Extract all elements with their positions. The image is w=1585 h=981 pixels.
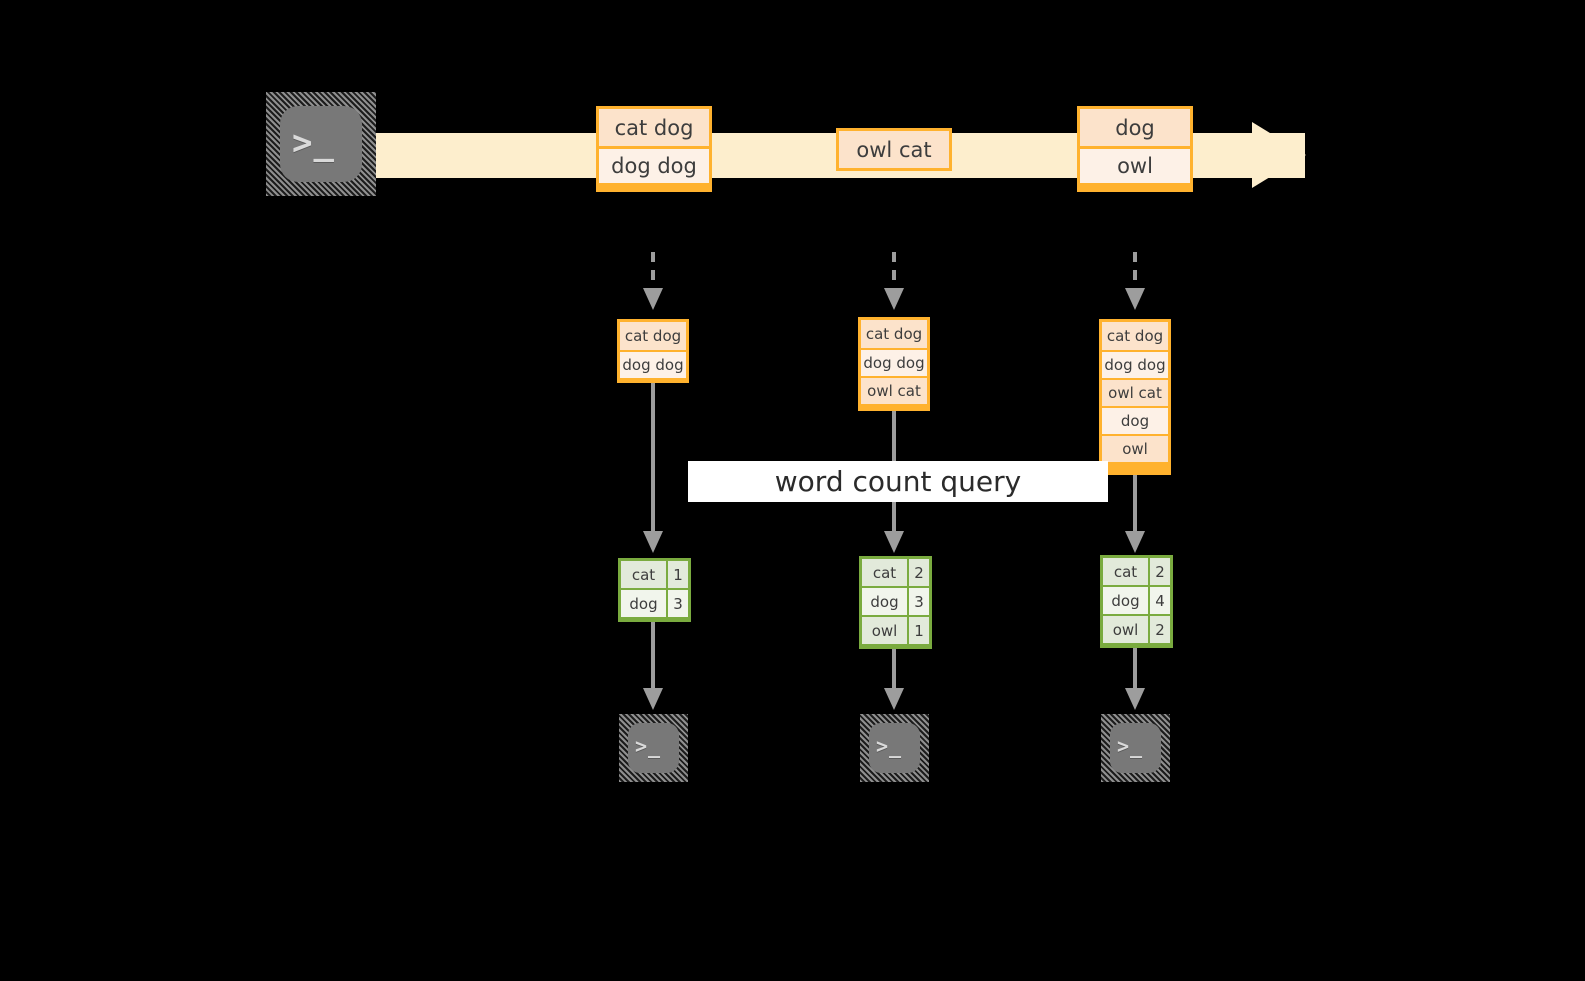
result-count: 2 xyxy=(1148,558,1170,585)
batch-line: cat dog xyxy=(861,320,927,348)
table-row: owl 1 xyxy=(862,615,929,644)
sink-terminal-icon-2[interactable]: >_ xyxy=(860,714,929,782)
terminal-body xyxy=(280,106,362,182)
query-label-text: word count query xyxy=(774,465,1022,498)
arrowhead-down xyxy=(643,688,663,710)
record-line: owl xyxy=(1080,146,1190,183)
table-row: cat 1 xyxy=(621,561,688,588)
batch-line: cat dog xyxy=(620,322,686,350)
result-word: cat xyxy=(621,561,666,588)
stream-event-1[interactable]: cat dog dog dog xyxy=(596,106,712,192)
result-count: 2 xyxy=(907,559,929,586)
result-word: dog xyxy=(1103,587,1148,614)
query-label: word count query xyxy=(688,461,1108,502)
result-word: cat xyxy=(862,559,907,586)
batch-line: owl xyxy=(1102,434,1168,462)
terminal-body xyxy=(628,723,679,773)
batch-to-result-connector-3 xyxy=(1133,475,1137,535)
result-count: 1 xyxy=(666,561,688,588)
table-row: cat 2 xyxy=(1103,558,1170,585)
result-word: cat xyxy=(1103,558,1148,585)
terminal-prompt-glyph: >_ xyxy=(292,123,335,163)
terminal-prompt-glyph: >_ xyxy=(635,734,662,758)
batch-line: dog xyxy=(1102,406,1168,434)
table-row: dog 4 xyxy=(1103,585,1170,614)
sink-terminal-icon-1[interactable]: >_ xyxy=(619,714,688,782)
result-count: 4 xyxy=(1148,587,1170,614)
result-to-sink-connector-3 xyxy=(1133,648,1137,692)
table-row: owl 2 xyxy=(1103,614,1170,643)
result-count: 1 xyxy=(907,617,929,644)
result-table-3[interactable]: cat 2 dog 4 owl 2 xyxy=(1100,555,1173,648)
record-line: dog xyxy=(1080,109,1190,146)
arrowhead-down xyxy=(1125,688,1145,710)
stream-event-3[interactable]: dog owl xyxy=(1077,106,1193,192)
batch-line: cat dog xyxy=(1102,322,1168,350)
stream-event-2[interactable]: owl cat xyxy=(836,128,952,171)
batch-line: dog dog xyxy=(861,348,927,376)
batch-to-result-connector-1 xyxy=(651,383,655,535)
table-row: cat 2 xyxy=(862,559,929,586)
result-count: 3 xyxy=(907,588,929,615)
terminal-body xyxy=(869,723,920,773)
record-line: dog dog xyxy=(599,146,709,183)
record-line: cat dog xyxy=(599,109,709,146)
terminal-prompt-glyph: >_ xyxy=(1117,734,1144,758)
batch-3[interactable]: cat dog dog dog owl cat dog owl xyxy=(1099,319,1171,475)
source-terminal-icon[interactable]: >_ xyxy=(266,92,376,196)
batch-line: dog dog xyxy=(620,350,686,378)
arrowhead-down xyxy=(1125,288,1145,310)
result-word: owl xyxy=(1103,616,1148,643)
terminal-prompt-glyph: >_ xyxy=(876,734,903,758)
result-table-2[interactable]: cat 2 dog 3 owl 1 xyxy=(859,556,932,649)
batch-line: owl cat xyxy=(861,376,927,404)
table-row: dog 3 xyxy=(862,586,929,615)
result-count: 3 xyxy=(666,590,688,617)
stream-arrowhead xyxy=(1252,122,1306,188)
arrowhead-down xyxy=(884,531,904,553)
arrowhead-down xyxy=(884,688,904,710)
result-word: dog xyxy=(862,588,907,615)
result-word: owl xyxy=(862,617,907,644)
result-count: 2 xyxy=(1148,616,1170,643)
batch-line: owl cat xyxy=(1102,378,1168,406)
terminal-body xyxy=(1110,723,1161,773)
batch-1[interactable]: cat dog dog dog xyxy=(617,319,689,383)
table-row: dog 3 xyxy=(621,588,688,617)
arrowhead-down xyxy=(643,288,663,310)
result-to-sink-connector-1 xyxy=(651,622,655,692)
stream-to-batch-connector-3 xyxy=(1133,252,1137,292)
batch-line: dog dog xyxy=(1102,350,1168,378)
arrowhead-down xyxy=(884,288,904,310)
record-line: owl cat xyxy=(839,131,949,168)
arrowhead-down xyxy=(1125,531,1145,553)
stream-to-batch-connector-2 xyxy=(892,252,896,292)
batch-2[interactable]: cat dog dog dog owl cat xyxy=(858,317,930,411)
sink-terminal-icon-3[interactable]: >_ xyxy=(1101,714,1170,782)
result-word: dog xyxy=(621,590,666,617)
arrowhead-down xyxy=(643,531,663,553)
result-to-sink-connector-2 xyxy=(892,649,896,692)
stream-to-batch-connector-1 xyxy=(651,252,655,292)
result-table-1[interactable]: cat 1 dog 3 xyxy=(618,558,691,622)
